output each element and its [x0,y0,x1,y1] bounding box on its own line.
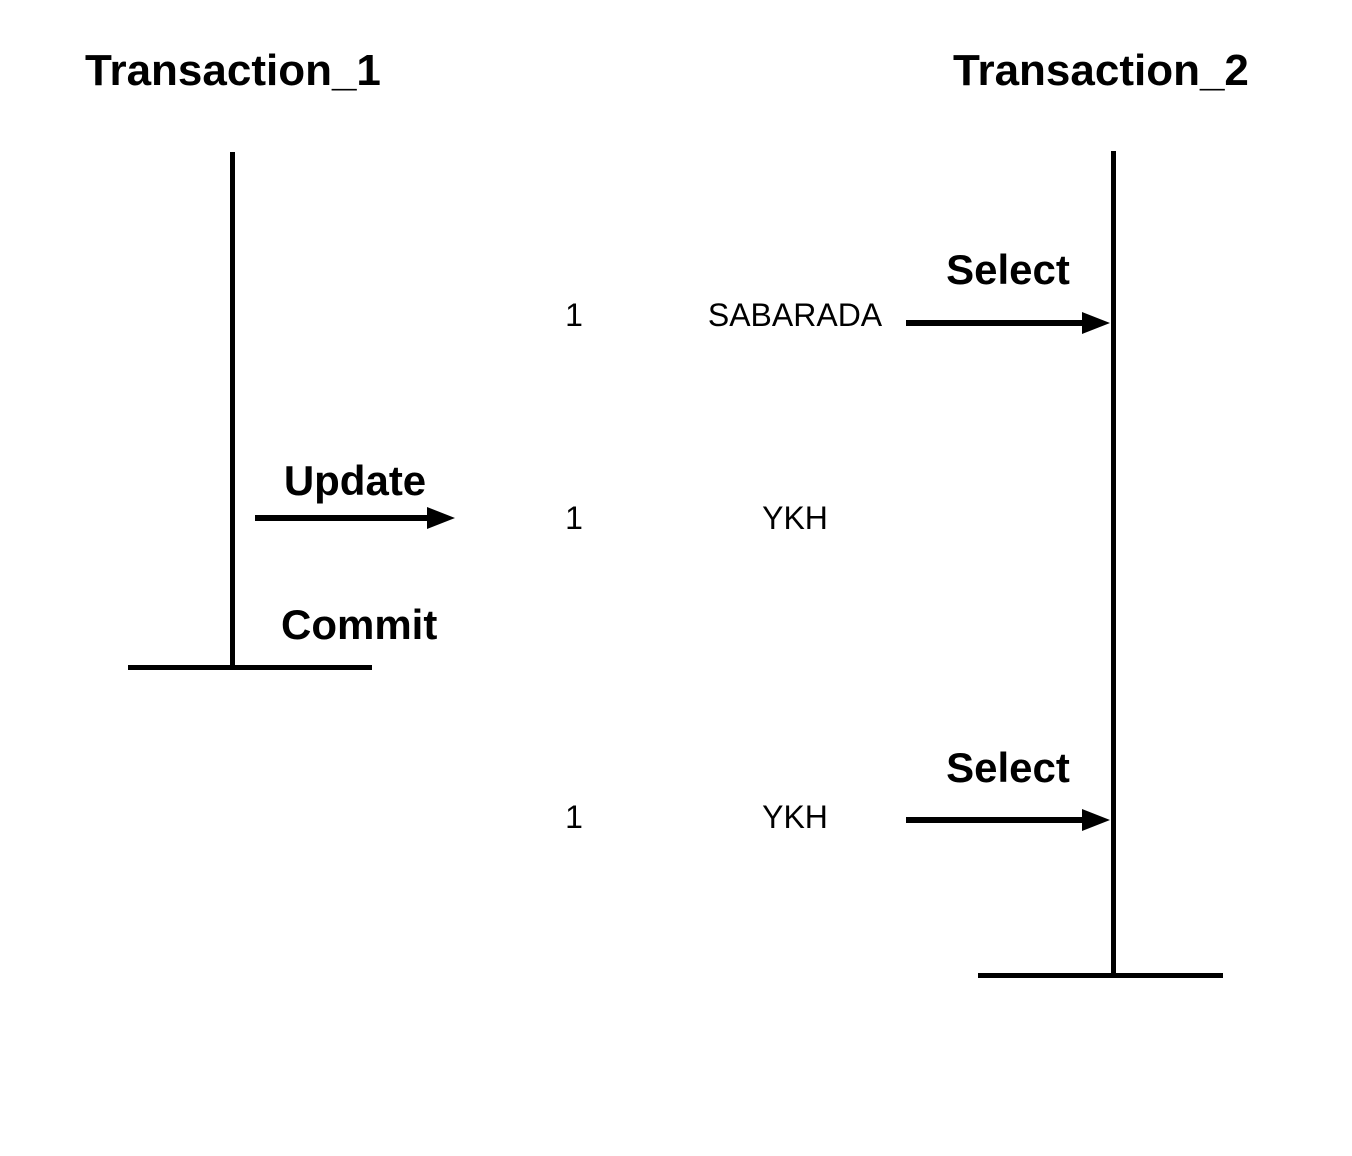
select-1-arrow-head [1082,312,1110,334]
transaction-2-title: Transaction_2 [953,46,1249,95]
update-arrow-head [427,507,455,529]
select-1-arrow-line [906,320,1083,326]
commit-label: Commit [281,601,438,648]
select-2-arrow-line [906,817,1083,823]
transaction-2-end-bar [978,973,1223,978]
select-1-row-id: 1 [565,297,583,333]
select-2-row-value: YKH [762,799,828,835]
update-label: Update [283,457,427,504]
select-2-arrow-head [1082,809,1110,831]
select-2-row-id: 1 [565,799,583,835]
transaction-1-end-bar [128,665,372,670]
select-1-label: Select [946,246,1070,293]
select-2-label: Select [946,744,1070,791]
update-row-value: YKH [762,500,828,536]
transaction-1-title: Transaction_1 [85,46,381,95]
transaction-2-lifeline [1111,151,1116,975]
select-1-row-value: SABARADA [707,297,883,333]
update-arrow-line [255,515,428,521]
update-row-id: 1 [565,500,583,536]
transaction-1-lifeline [230,152,235,667]
